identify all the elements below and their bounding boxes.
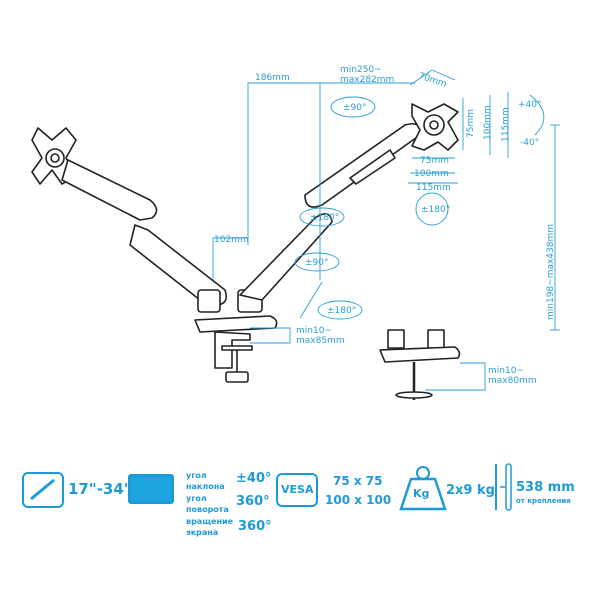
screen-size-icon xyxy=(22,472,64,508)
reach-label: от крепления xyxy=(516,497,571,505)
rot-plate: ±90° xyxy=(343,103,367,113)
dim-102: 102mm xyxy=(214,235,249,245)
grommet-pole-right xyxy=(427,329,445,349)
tilt-down-label: -40° xyxy=(520,138,539,148)
dim-grommet-1: min10~ xyxy=(488,366,524,376)
weight-value: 2x9 kg xyxy=(446,483,495,498)
rot-base-180: ±180° xyxy=(327,306,356,316)
grommet-base xyxy=(379,346,461,363)
grommet-pole-left xyxy=(387,329,405,349)
monitor-rotation-icon xyxy=(128,474,174,504)
left-upper-arm xyxy=(61,159,158,221)
vesa-line-1: 75 x 75 xyxy=(333,474,383,488)
vesa-badge: VESA xyxy=(281,483,314,496)
clamp xyxy=(214,331,251,369)
tilt-up-label: +40° xyxy=(518,100,542,110)
right-lower-arm xyxy=(239,213,333,301)
rot-screen: ±180° xyxy=(421,205,450,215)
vesa-line-2: 100 x 100 xyxy=(325,493,392,507)
rot-elbow: ±180° xyxy=(310,213,339,223)
right-upper-arm xyxy=(304,122,422,208)
clamp-knob xyxy=(225,371,249,383)
dim-w100: 100mm xyxy=(414,169,449,179)
tilt-value: ±40° xyxy=(236,471,272,486)
swivel-value: 360° xyxy=(236,494,270,509)
left-arm-joint xyxy=(197,289,221,313)
dim-reach-2: max282mm xyxy=(340,75,394,85)
weight-badge: Kg xyxy=(413,487,430,500)
dim-w115: 115mm xyxy=(416,183,451,193)
dim-h115: 115mm xyxy=(501,107,511,142)
right-vesa-plate xyxy=(411,103,459,151)
dim-h100: 100mm xyxy=(483,105,493,140)
rot-base-90: ±90° xyxy=(305,258,329,268)
weight-icon xyxy=(399,466,447,511)
rotation-label: вращение экрана xyxy=(186,517,234,537)
clamp-base xyxy=(194,315,278,333)
dim-reach-1: min250~ xyxy=(340,65,382,75)
dim-h75: 75mm xyxy=(466,109,476,138)
dim-grommet-2: max80mm xyxy=(488,376,537,386)
swivel-label: угол поворота xyxy=(186,494,229,514)
vesa-icon: VESA xyxy=(276,473,318,507)
reach-value: 538 mm xyxy=(516,480,575,495)
dim-height: min198~max438mm xyxy=(546,224,556,320)
dim-w75: 75mm xyxy=(420,156,449,166)
wall-distance-icon xyxy=(495,463,512,511)
tilt-label: угол наклона xyxy=(186,471,225,491)
dim-70: 70mm xyxy=(417,71,448,89)
dim-clamp-1: min10~ xyxy=(296,326,332,336)
dim-clamp-2: max85mm xyxy=(296,336,345,346)
rotation-value: 360° xyxy=(238,519,272,534)
screen-size: 17"-34" xyxy=(68,480,132,498)
dim-186: 186mm xyxy=(255,73,290,83)
